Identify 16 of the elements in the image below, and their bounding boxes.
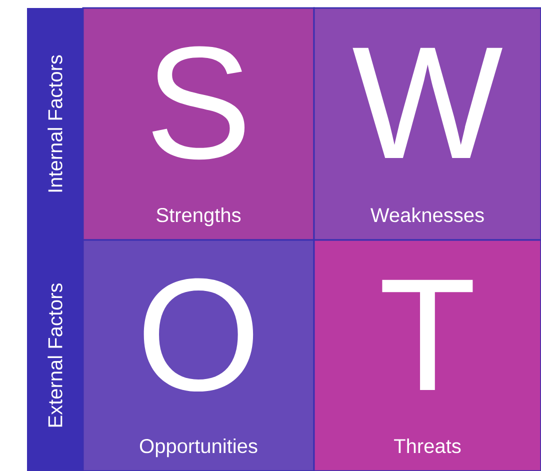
quadrant-box: [82, 239, 315, 471]
big-letter: S: [152, 46, 245, 160]
quadrant-box: [313, 239, 541, 471]
big-letter: W: [352, 48, 502, 158]
big-letter: T: [382, 280, 473, 390]
quadrant-label: Strengths: [156, 208, 241, 226]
side-band: [27, 240, 83, 471]
big-letter: O: [144, 278, 254, 392]
band-label: Internal Factors: [48, 55, 62, 192]
quadrant-label: Weaknesses: [370, 208, 484, 222]
quadrant-label: Opportunities: [140, 438, 258, 458]
side-band: [27, 8, 83, 240]
quadrant-label: Threats: [394, 438, 461, 454]
quadrant-box: [82, 7, 315, 241]
quadrant-box: [313, 7, 541, 241]
band-label: External Factors: [48, 283, 62, 427]
